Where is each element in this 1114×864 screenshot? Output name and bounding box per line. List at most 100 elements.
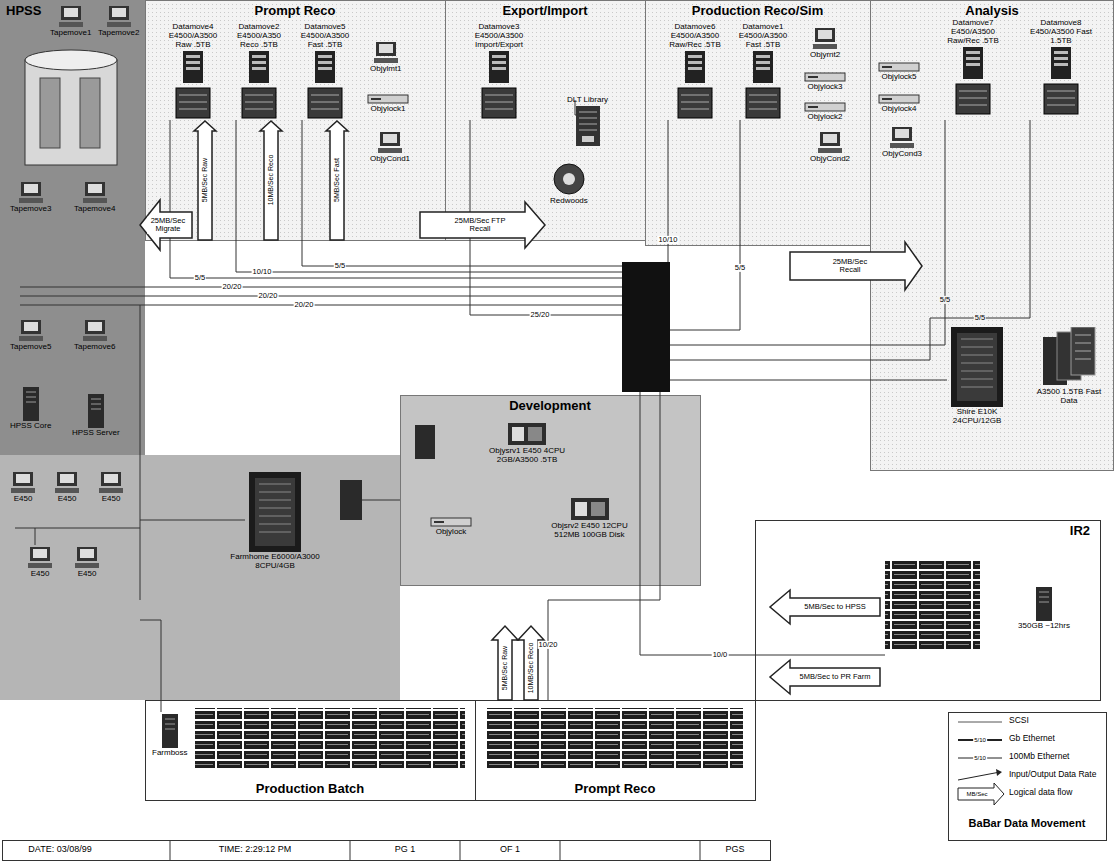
drawing-part bbox=[576, 106, 600, 146]
drawing-part bbox=[746, 88, 780, 118]
server-node: Shire E10K 24CPU/12GB bbox=[938, 325, 1016, 427]
rate-label: DATE: 03/08/99 bbox=[27, 845, 92, 855]
drawing-part bbox=[0, 0, 145, 455]
rate-label: MB/Sec bbox=[965, 791, 988, 798]
node-label: Tapemove5 bbox=[10, 343, 51, 352]
flow-label: 10MB/Sec Reco bbox=[267, 154, 275, 207]
server-node: E450 bbox=[52, 470, 82, 505]
drawing-part bbox=[80, 549, 94, 558]
drawing-part bbox=[892, 127, 912, 141]
rate-label: 5/5 bbox=[974, 314, 986, 322]
drawing-part bbox=[255, 478, 295, 546]
equipment-icon bbox=[27, 547, 53, 569]
equipment-icon bbox=[20, 387, 42, 421]
equipment-icon bbox=[889, 127, 915, 149]
drawing-part bbox=[30, 547, 50, 561]
equipment-icon bbox=[430, 517, 472, 527]
drawing-part bbox=[57, 472, 77, 486]
region-title: Development bbox=[400, 398, 700, 413]
node-label: DLT Library bbox=[567, 96, 608, 105]
drawing-part bbox=[1051, 47, 1071, 79]
equipment-icon bbox=[106, 6, 132, 28]
node-label: Objylock4 bbox=[878, 105, 920, 114]
equipment-icon bbox=[85, 394, 107, 428]
drawing-part bbox=[492, 61, 506, 64]
drawing-part bbox=[1075, 335, 1091, 359]
legend-text: 100Mb Ethernet bbox=[1008, 752, 1070, 761]
drawing-part bbox=[252, 61, 266, 64]
node-label: Objylock bbox=[430, 528, 472, 537]
drawing-part bbox=[446, 1, 646, 241]
rate-label: 5/5 bbox=[939, 296, 951, 304]
node-label: HPSS Server bbox=[72, 429, 120, 438]
equipment-icon bbox=[574, 106, 602, 146]
drawing-part bbox=[340, 480, 362, 520]
region-band: Production Reco/SimDatamove6 E4500/A3500… bbox=[645, 0, 870, 245]
rate-label: 5MB/Sec Raw bbox=[501, 645, 509, 691]
equipment-icon bbox=[247, 472, 303, 552]
server-node: Datamove4 E4500/A3500 Raw .5TB bbox=[160, 22, 226, 121]
drawing-part bbox=[431, 518, 471, 526]
drawing-part bbox=[59, 22, 83, 27]
node-label: Objylock1 bbox=[367, 105, 409, 114]
drawing-part bbox=[16, 474, 30, 483]
drawing-part bbox=[259, 484, 291, 532]
drawing-part bbox=[88, 394, 104, 428]
node-label: Shire E10K 24CPU/12GB bbox=[940, 408, 1014, 426]
region-band: Prompt RecoDatamove4 E4500/A3500 Raw .5T… bbox=[145, 0, 445, 240]
rate-label: 5MB/Sec to PR Farm bbox=[799, 673, 872, 681]
region-band: Production BatchFarmboss bbox=[145, 700, 475, 800]
drawing-part bbox=[170, 841, 700, 860]
rate-label: PGS bbox=[724, 845, 745, 855]
drawing-part bbox=[311, 95, 339, 109]
equipment-icon bbox=[18, 182, 44, 204]
region-title: Analysis bbox=[870, 3, 1114, 18]
drawing-part bbox=[104, 474, 118, 483]
drawing-part bbox=[109, 6, 129, 20]
drawing-part bbox=[162, 714, 178, 748]
equipment-icon bbox=[675, 51, 715, 119]
drawing-part bbox=[805, 73, 845, 81]
legend-text: SCSI bbox=[1008, 716, 1030, 725]
drawing-part bbox=[753, 51, 773, 83]
drawing-part bbox=[40, 78, 60, 148]
server-node: Objyrnt2 bbox=[808, 26, 842, 61]
region-band: Prompt Reco bbox=[475, 700, 755, 800]
drawing-part bbox=[961, 339, 993, 387]
node-label: Datamove2 E4500/A350 Reco .5TB bbox=[228, 23, 290, 50]
drawing-part bbox=[420, 202, 545, 248]
drawing-part bbox=[3, 841, 771, 861]
drawing-part bbox=[60, 474, 74, 483]
drawing-part bbox=[24, 184, 38, 193]
server-node: Datamove6 E4500/A3500 Raw/Rec .5TB bbox=[660, 22, 730, 121]
drawing-part bbox=[956, 84, 990, 114]
node-label: ObjyCond1 bbox=[370, 155, 410, 164]
drawing-part bbox=[25, 60, 117, 165]
node-label: E450 bbox=[54, 495, 80, 504]
drawing-part bbox=[140, 200, 192, 250]
region-band: Export/ImportDatamove3 E4500/A3500 Impor… bbox=[445, 0, 645, 240]
drawing-part bbox=[434, 521, 444, 523]
server-node: Tapemove2 bbox=[96, 4, 141, 39]
server-node: Objylock3 bbox=[802, 70, 848, 93]
rate-label: 5/5 bbox=[334, 262, 346, 270]
region-title: HPSS bbox=[6, 3, 41, 18]
drawing-part bbox=[26, 392, 36, 402]
equipment-icon bbox=[239, 51, 279, 119]
equipment-icon bbox=[373, 42, 399, 64]
drawing-part bbox=[818, 148, 842, 153]
drawing-part bbox=[55, 488, 79, 493]
drawing-part bbox=[528, 427, 542, 441]
drawing-part bbox=[571, 498, 609, 520]
node-label: Objylock2 bbox=[804, 113, 846, 122]
drawing-part bbox=[19, 198, 43, 203]
drawing-part bbox=[91, 399, 101, 409]
server-node: E450 bbox=[25, 545, 55, 580]
equipment-icon bbox=[98, 472, 124, 494]
node-label: Datamove3 E4500/A3500 Import/Export bbox=[462, 23, 536, 50]
drawing-part bbox=[808, 76, 818, 78]
drawing-part bbox=[24, 322, 38, 331]
equipment-icon bbox=[367, 94, 409, 104]
legend-title: BaBar Data Movement bbox=[951, 817, 1103, 829]
